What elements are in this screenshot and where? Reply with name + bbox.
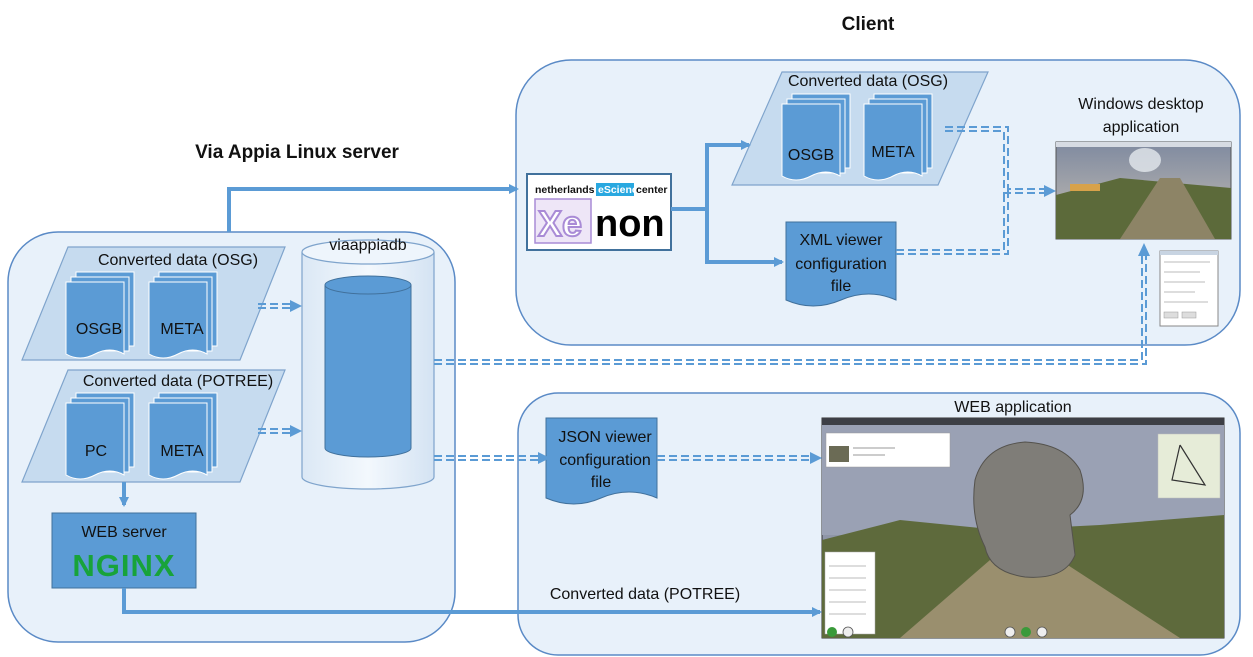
client-title: Client [842, 14, 895, 35]
database-label: viaappiadb [329, 237, 407, 254]
dashed-db-to-desktop [434, 255, 1143, 361]
dashed-connectors [258, 126, 1147, 461]
client-meta-doc: META [863, 93, 933, 181]
nginx-logo: NGINX [72, 548, 175, 583]
xenon-line-center: center [636, 184, 668, 196]
solid-connectors [119, 140, 822, 617]
arrow-xenon-to-xml [705, 209, 784, 267]
xenon-line-netherlands: netherlands [535, 184, 595, 196]
json-doc-line3: file [591, 474, 612, 491]
arrow-server-to-xenon [227, 184, 519, 232]
server-osg-label: Converted data (OSG) [98, 252, 258, 269]
web-server-label: WEB server [81, 524, 167, 541]
server-potree-meta-label: META [160, 443, 204, 460]
client-osgb-doc: OSGB [781, 93, 851, 181]
web-server-box [51, 512, 197, 589]
xenon-non: non [595, 203, 665, 245]
json-doc-line1: JSON viewer [558, 429, 652, 446]
server-osgb-doc: OSGB [65, 271, 135, 359]
server-meta-doc: META [148, 271, 218, 359]
web-app-screenshot [821, 417, 1225, 639]
server-osgb-label: OSGB [76, 321, 122, 338]
desktop-label-line1: Windows desktop [1078, 96, 1203, 113]
xml-doc-line3: file [831, 278, 852, 295]
json-doc-line2: configuration [559, 452, 651, 469]
json-config-doc: JSON viewer configuration file [545, 417, 658, 505]
server-potree-label: Converted data (POTREE) [83, 373, 273, 390]
dashed-osg-to-desktop [945, 126, 1046, 190]
server-title: Via Appia Linux server [195, 142, 399, 163]
client-meta-label: META [871, 144, 915, 161]
server-pc-label: PC [85, 443, 107, 460]
xml-doc-line2: configuration [795, 256, 887, 273]
xenon-line-escience: eScience [598, 184, 644, 196]
client-osgb-label: OSGB [788, 147, 834, 164]
database-cylinder [301, 239, 435, 490]
server-potree-meta-doc: META [148, 392, 218, 480]
xenon-logo: netherlands eScience center Xe non [526, 173, 672, 251]
client-desktop-panel [515, 59, 1241, 346]
web-app-label: WEB application [954, 399, 1071, 416]
dashed-arrowheads [290, 185, 1150, 464]
xml-doc-line1: XML viewer [800, 232, 884, 249]
server-pc-doc: PC [65, 392, 135, 480]
desktop-label-line2: application [1103, 119, 1180, 136]
xenon-xe: Xe [538, 203, 582, 244]
desktop-app-screenshot [1055, 141, 1232, 240]
client-osg-label: Converted data (OSG) [788, 73, 948, 90]
xml-config-doc: XML viewer configuration file [785, 221, 897, 307]
arrow-xenon-to-osg [671, 140, 751, 211]
server-meta-label: META [160, 321, 204, 338]
desktop-config-window [1159, 250, 1219, 327]
arrow-webserver-to-webapp [122, 588, 822, 617]
potree-flow-label: Converted data (POTREE) [550, 586, 740, 603]
